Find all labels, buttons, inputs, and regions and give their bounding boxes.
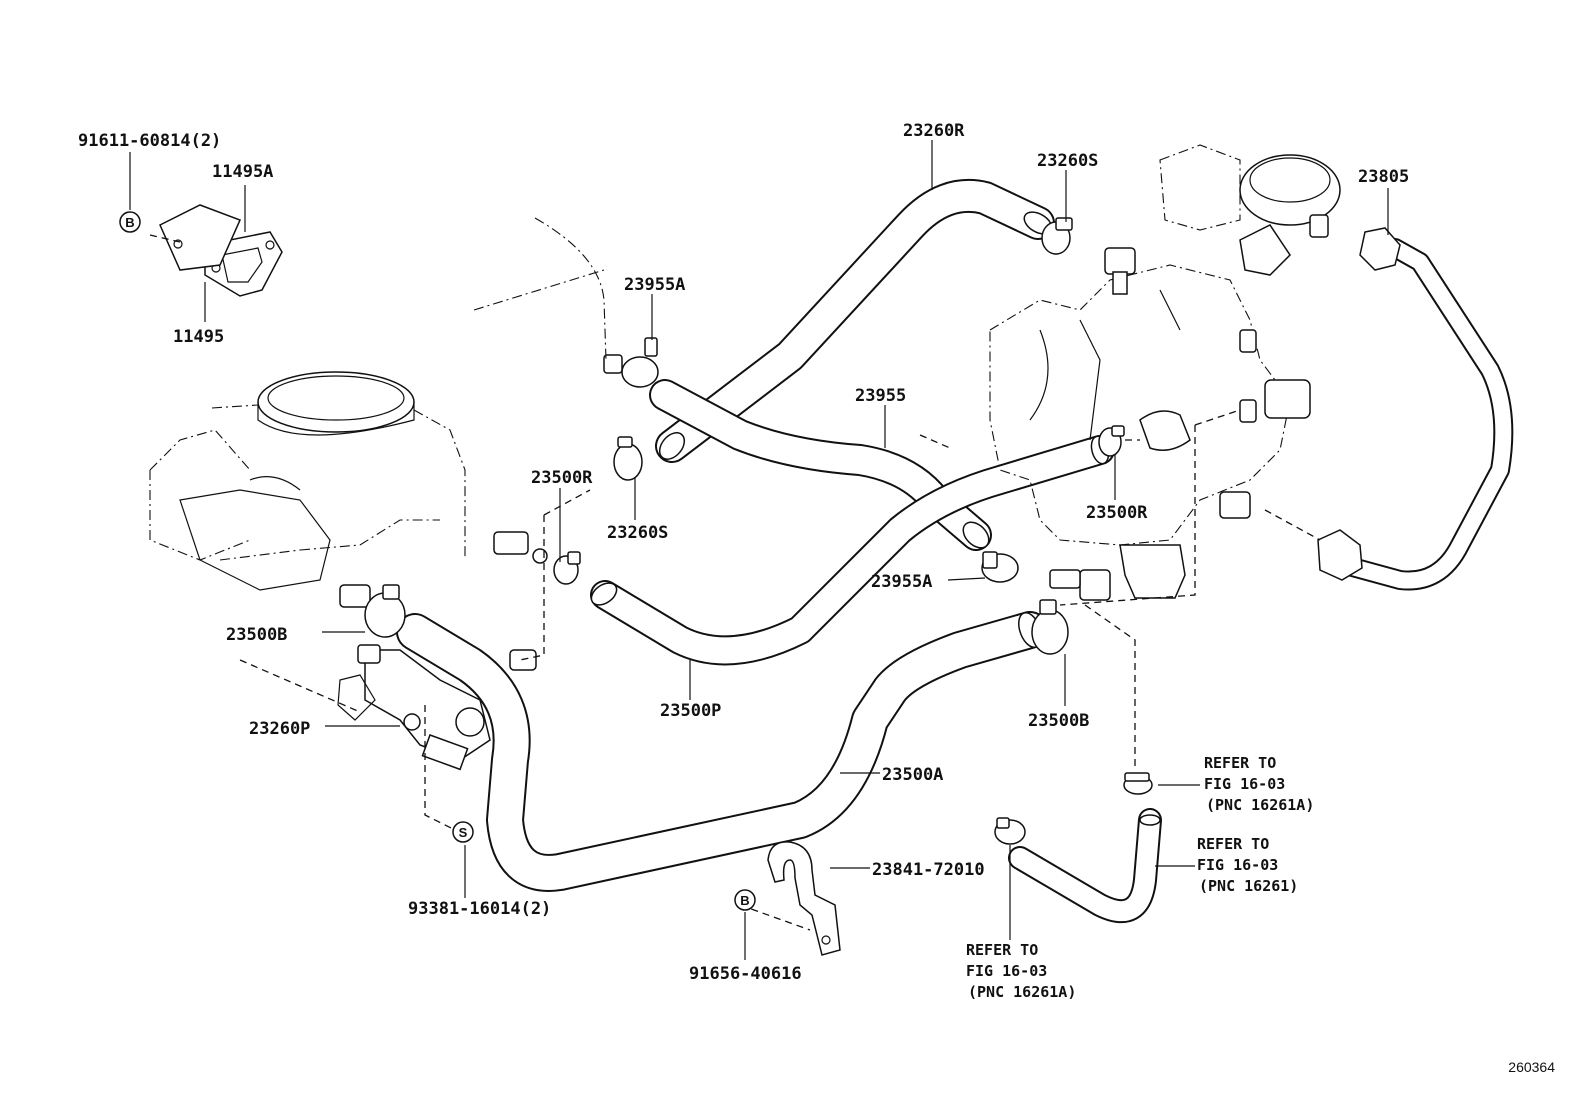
label-23955a-mid: 23955A: [871, 572, 932, 592]
label-11495: 11495: [173, 327, 224, 347]
ref2-line2: FIG 16-03: [1197, 856, 1278, 874]
ref1-line3: (PNC 16261A): [1206, 796, 1314, 814]
label-23260s-mid: 23260S: [607, 523, 668, 543]
part-labels: 91611-60814(2) 11495A 11495 23260R 23260…: [78, 121, 1409, 984]
clamp-23260s-top: [1041, 217, 1073, 255]
clamp-23955a-mid: [981, 551, 1019, 583]
hose-23260r: [655, 178, 1055, 463]
clamp-23260s-mid: [613, 436, 643, 481]
ref1-line2: FIG 16-03: [1204, 775, 1285, 793]
label-23500r-right: 23500R: [1086, 503, 1148, 523]
label-23805: 23805: [1358, 167, 1409, 187]
reference-lines: [149, 217, 1321, 931]
bolt-symbol-top-letter: B: [125, 215, 134, 230]
air-valve-assembly: [1159, 144, 1341, 276]
ref2-line3: (PNC 16261): [1199, 877, 1298, 895]
clamp-23500b-right: [1031, 599, 1069, 655]
bolt-symbol-bottom-letter: B: [740, 893, 749, 908]
clamp-23500b-left: [364, 584, 406, 638]
intake-manifold-right: [989, 247, 1311, 601]
hose-23500p: [590, 435, 1115, 666]
leader-lines: [129, 140, 1389, 960]
hose-23955: [649, 379, 992, 551]
clamp-23500r-right: [1098, 425, 1125, 457]
label-23955a-top: 23955A: [624, 275, 685, 295]
throttle-body-left: [149, 371, 466, 591]
clip-ref3: [994, 817, 1026, 845]
label-11495a: 11495A: [212, 162, 273, 182]
clamp-23955a-top: [621, 337, 659, 388]
label-91656-40616: 91656-40616: [689, 964, 802, 984]
ref3-line2: FIG 16-03: [966, 962, 1047, 980]
stud-symbol-letter: S: [459, 825, 468, 840]
label-23500p: 23500P: [660, 701, 721, 721]
flange-11495: [159, 204, 242, 271]
reference-note-2: REFER TO FIG 16-03 (PNC 16261): [1197, 835, 1298, 895]
label-23955: 23955: [855, 386, 906, 406]
bolt-symbol-bottom: B: [734, 889, 756, 911]
label-23500a: 23500A: [882, 765, 943, 785]
ref3-line1: REFER TO: [966, 941, 1038, 959]
ref1-line1: REFER TO: [1204, 754, 1276, 772]
label-91611-60814: 91611-60814(2): [78, 131, 221, 151]
ref2-line1: REFER TO: [1197, 835, 1269, 853]
bracket-23841: [767, 841, 841, 956]
clamp-23500r-left: [553, 551, 581, 585]
label-23841-72010: 23841-72010: [872, 860, 985, 880]
label-23260r: 23260R: [903, 121, 965, 141]
label-23500b-left: 23500B: [226, 625, 287, 645]
label-23260p: 23260P: [249, 719, 310, 739]
figure-id: 260364: [1508, 1059, 1555, 1075]
label-93381-16014: 93381-16014(2): [408, 899, 551, 919]
stud-symbol: S: [452, 821, 474, 843]
pipe-23805: [1317, 227, 1514, 591]
label-23500r-left: 23500R: [531, 468, 593, 488]
label-23260s-top: 23260S: [1037, 151, 1098, 171]
reference-note-3: REFER TO FIG 16-03 (PNC 16261A): [966, 941, 1076, 1001]
hose-small-bottom: [1008, 808, 1162, 924]
isc-valve-23260p: [337, 649, 491, 771]
bolt-symbol-top: B: [119, 211, 141, 233]
reference-note-1: REFER TO FIG 16-03 (PNC 16261A): [1204, 754, 1314, 814]
label-23500b-right: 23500B: [1028, 711, 1089, 731]
clip-ref1: [1123, 772, 1153, 795]
ref3-line3: (PNC 16261A): [968, 983, 1076, 1001]
